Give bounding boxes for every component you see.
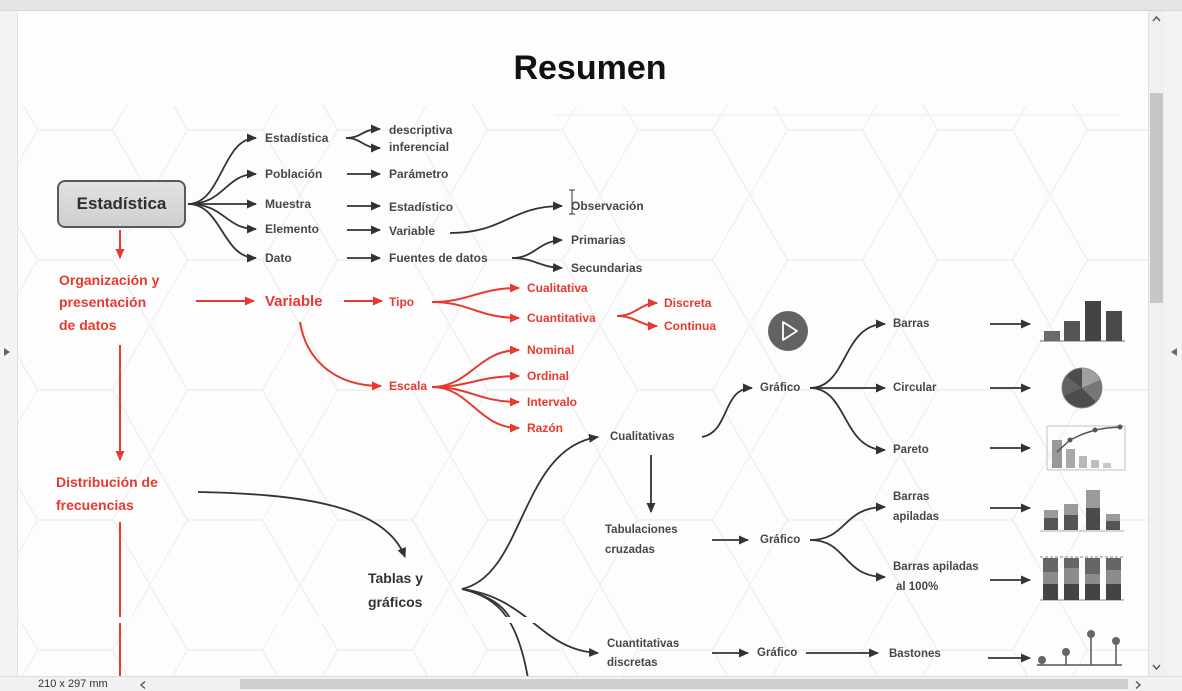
panel-left-arrow-icon[interactable] [2,346,12,358]
stem-plot-icon [1037,630,1122,666]
node-tipo: Tipo [389,295,415,309]
pareto-chart-icon [1046,424,1126,471]
node-barras: Barras [893,318,930,330]
right-margin [1165,11,1182,676]
stacked-100-bar-chart-icon [1040,556,1124,601]
node-barras-100-line2: al 100% [896,581,939,593]
left-margin [0,11,18,676]
arrow-estadistica-to-inferencial [345,137,381,153]
node-estadistico: Estadístico [389,200,454,214]
arrow-root-to-elemento [187,203,257,234]
arrow-grafico-to-barras-100 [809,539,886,582]
arrow-distribucion-to-tablas [197,491,406,558]
node-variable-red: Variable [265,293,323,310]
node-poblacion: Población [265,167,323,181]
node-grafico-tabulaciones: Gráfico [760,534,801,546]
text-cursor [569,189,575,215]
node-elemento: Elemento [265,222,320,236]
node-cuantitativas-line1: Cuantitativas [607,638,680,650]
bar-chart-icon [1040,301,1125,342]
page-break-gap [18,617,548,623]
node-distribucion-line1: Distribución de [56,474,158,490]
node-nominal: Nominal [527,343,575,357]
node-descriptiva: descriptiva [389,123,453,137]
horizontal-scroll-thumb[interactable] [240,679,1128,689]
node-grafico-cualitativas: Gráfico [760,382,801,394]
vertical-scroll-thumb[interactable] [1150,93,1163,303]
node-ordinal: Ordinal [527,369,570,383]
arrow-fuentes-to-secundarias [511,257,563,273]
node-parametro: Parámetro [389,167,449,181]
node-tabulaciones-line2: cruzadas [605,544,655,556]
top-toolbar-edge [0,0,1182,11]
node-secundarias: Secundarias [571,261,643,275]
node-bastones: Bastones [889,648,941,660]
arrow-root-to-estadistica [187,133,257,205]
arrow-variable-to-observacion [449,201,563,234]
node-discreta: Discreta [664,296,712,310]
page-title: Resumen [513,49,667,87]
node-grafico-cuantitativas: Gráfico [757,647,798,659]
scroll-down-button[interactable] [1149,660,1164,674]
arrow-tablas-to-cualitativas [461,433,599,590]
node-muestra: Muestra [265,197,312,211]
node-barras-100-line1: Barras apiladas [893,561,979,573]
scroll-left-button[interactable] [137,678,149,690]
node-razon: Razón [527,421,563,435]
node-continua: Continua [664,319,716,333]
node-cuantitativa: Cuantitativa [527,311,596,325]
node-barras-apiladas-line2: apiladas [893,511,940,523]
node-tablas-line2: gráficos [368,594,423,610]
arrow-root-to-dato [187,203,257,263]
arrow-variable-to-escala [299,321,382,391]
node-circular: Circular [893,382,937,394]
stacked-bar-chart-icon [1040,490,1124,532]
scroll-up-icon [1152,15,1161,22]
node-tablas-line1: Tablas y [368,570,423,586]
scroll-down-icon [1152,664,1161,671]
node-distribucion-line2: frecuencias [56,497,134,513]
node-organizacion-line2: presentación [59,294,147,310]
node-tabulaciones-line1: Tabulaciones [605,524,678,536]
arrow-tablas-to-cuantitativas [461,588,599,658]
scroll-left-icon [139,680,146,690]
node-observacion: Observación [571,199,644,213]
node-organizacion-line3: de datos [59,317,117,333]
scroll-right-icon [1135,680,1142,690]
node-estadistica: Estadística [265,131,329,145]
node-fuentes-de-datos: Fuentes de datos [389,251,488,265]
arrow-grafico-to-barras-apiladas [809,502,886,541]
node-variable: Variable [389,224,436,238]
scroll-right-button[interactable] [1132,678,1144,690]
pie-chart-icon [1061,367,1103,409]
arrow-cuantitativa-to-continua [616,315,658,331]
node-primarias: Primarias [571,233,626,247]
scroll-up-button[interactable] [1149,12,1164,26]
arrow-tipo-to-cuantitativa [431,301,520,323]
play-button[interactable] [768,311,808,351]
node-organizacion-line1: Organización y [59,272,160,288]
node-inferencial: inferencial [389,140,450,154]
node-cuantitativas-line2: discretas [607,657,658,669]
node-cualitativas: Cualitativas [610,431,675,443]
background-pattern [18,105,1148,676]
node-dato: Dato [265,251,292,265]
arrow-cualitativas-to-grafico [701,383,753,438]
arrow-grafico-to-barras [809,319,886,389]
node-escala: Escala [389,379,428,393]
node-pareto: Pareto [893,444,929,456]
play-icon [768,311,808,351]
node-intervalo: Intervalo [527,395,578,409]
panel-right-arrow-icon[interactable] [1169,346,1179,358]
node-barras-apiladas-line1: Barras [893,491,930,503]
page-size-label: 210 x 297 mm [38,678,108,690]
root-node-estadistica: Estadística [57,180,186,228]
node-cualitativa: Cualitativa [527,281,588,295]
arrow-grafico-to-pareto [809,387,886,455]
arrow-escala-to-razon [431,386,520,433]
